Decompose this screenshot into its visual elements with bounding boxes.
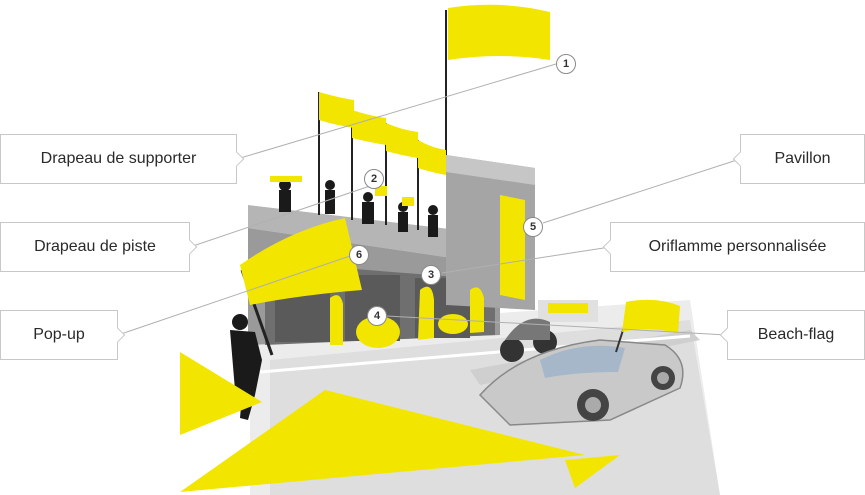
grandstand-roof	[248, 205, 500, 265]
callout-label: Drapeau de piste	[34, 238, 156, 255]
callout-oriflamme: Oriflamme personnalisée	[602, 222, 865, 272]
callout-label: Oriflamme personnalisée	[648, 238, 827, 255]
marker-3: 3	[421, 265, 441, 285]
callout-pavillon: Pavillon	[732, 134, 865, 184]
callout-beach-flag: Beach-flag	[719, 310, 865, 360]
beach-flag	[615, 299, 680, 353]
callout-label: Beach-flag	[757, 326, 835, 343]
callout-label: Pop-up	[33, 326, 85, 343]
yellow-shape-1	[180, 352, 262, 435]
leader-lines	[117, 63, 741, 336]
marker-6: 6	[349, 245, 369, 265]
callout-drapeau-piste: Drapeau de piste	[0, 222, 198, 272]
pavillon-flag	[448, 4, 550, 61]
callout-label: Drapeau de supporter	[40, 150, 197, 167]
race-car	[478, 339, 684, 426]
yellow-shape-2	[180, 390, 585, 492]
motorcycle	[500, 318, 557, 362]
callout-label: Pavillon	[774, 150, 831, 167]
marker-5: 5	[523, 217, 543, 237]
marker-1: 1	[556, 54, 576, 74]
marker-2: 2	[364, 169, 384, 189]
callout-pop-up: Pop-up	[0, 310, 126, 360]
callout-drapeau-supporter: Drapeau de supporter	[0, 134, 245, 184]
yellow-shape-3	[565, 455, 620, 488]
marker-4: 4	[367, 306, 387, 326]
